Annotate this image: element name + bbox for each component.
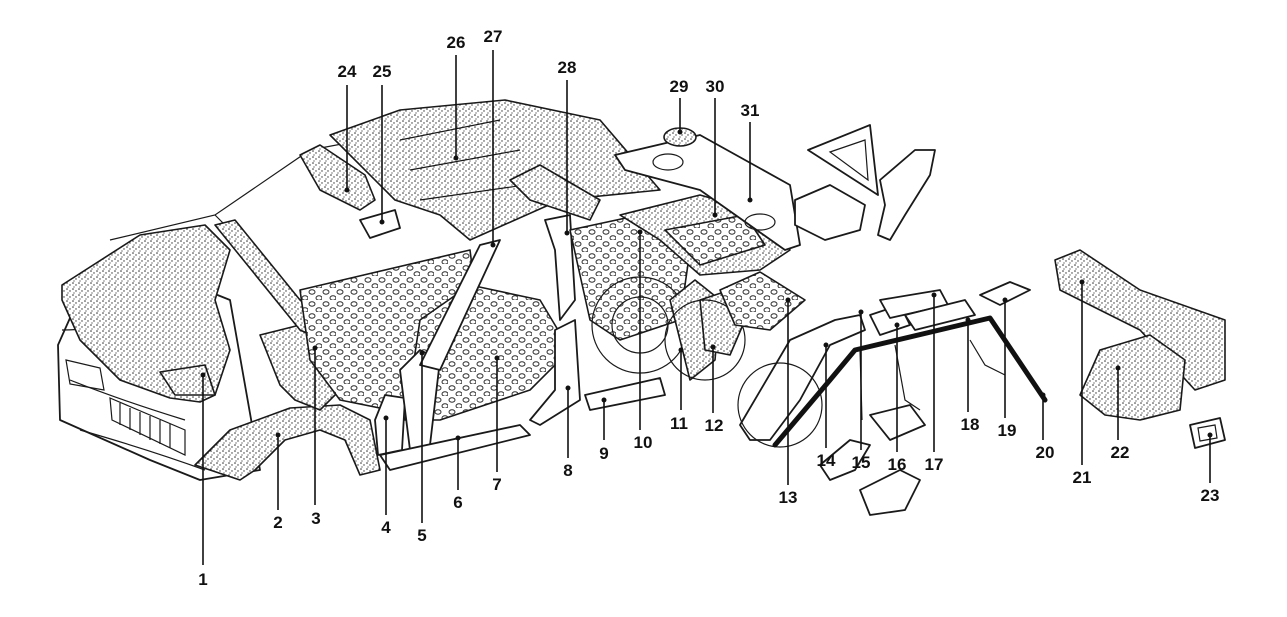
trunk-side-rear (904, 299, 976, 331)
callout-5: 5 (417, 526, 426, 545)
callout-31: 31 (741, 101, 760, 120)
leader-lines (200, 50, 1213, 565)
roof-rail-trim (509, 164, 601, 221)
floor-insulation-piece-b (859, 469, 921, 516)
callout-20: 20 (1036, 443, 1055, 462)
callout-12: 12 (705, 416, 724, 435)
floor-insulation-piece-a (819, 439, 871, 481)
callout-11: 11 (670, 414, 688, 433)
first-aid-kit (794, 184, 866, 241)
callout-21: 21 (1073, 468, 1092, 487)
callout-6: 6 (453, 493, 462, 512)
callout-28: 28 (558, 58, 577, 77)
rear-view-mirror (359, 209, 401, 239)
callout-10: 10 (634, 433, 653, 452)
callout-3: 3 (311, 509, 320, 528)
grommet-pad (1189, 417, 1226, 449)
wheel-arch-liner (194, 404, 381, 481)
tail-trim-strip (979, 281, 1031, 306)
callout-24: 24 (338, 62, 357, 81)
callout-7: 7 (492, 475, 501, 494)
callout-30: 30 (706, 77, 725, 96)
callout-14: 14 (817, 451, 836, 470)
trunk-seal (772, 315, 1048, 448)
kick-panel (374, 394, 406, 456)
callout-15: 15 (852, 453, 871, 472)
rear-wheelhouse-liner-left (739, 314, 866, 441)
warning-triangle (807, 124, 879, 196)
a-pillar-trim (399, 349, 441, 451)
callout-9: 9 (599, 444, 608, 463)
callout-29: 29 (670, 77, 689, 96)
car-jack (877, 149, 936, 241)
callout-27: 27 (484, 27, 503, 46)
sun-visor (299, 144, 376, 211)
callout-8: 8 (563, 461, 572, 480)
callout-25: 25 (373, 62, 392, 81)
headliner (329, 99, 661, 241)
callout-13: 13 (779, 488, 798, 507)
rear-panel-insulation (1054, 249, 1226, 391)
callout-4: 4 (381, 518, 391, 537)
rear-sill-strip (584, 377, 666, 411)
callout-22: 22 (1111, 443, 1130, 462)
callout-numbers: 1 2 3 4 5 6 7 8 9 10 11 12 13 14 15 16 1… (198, 27, 1219, 589)
trunk-floor-mat (719, 271, 806, 331)
hood-insulation-inner (159, 364, 216, 396)
callout-16: 16 (888, 455, 907, 474)
c-pillar-trim (544, 214, 576, 321)
callout-2: 2 (273, 513, 282, 532)
callout-23: 23 (1201, 486, 1220, 505)
rear-quarter-insulation (1079, 334, 1186, 421)
callout-19: 19 (998, 421, 1017, 440)
callout-1: 1 (198, 570, 207, 589)
callout-18: 18 (961, 415, 980, 434)
callout-17: 17 (925, 455, 944, 474)
callout-26: 26 (447, 33, 466, 52)
